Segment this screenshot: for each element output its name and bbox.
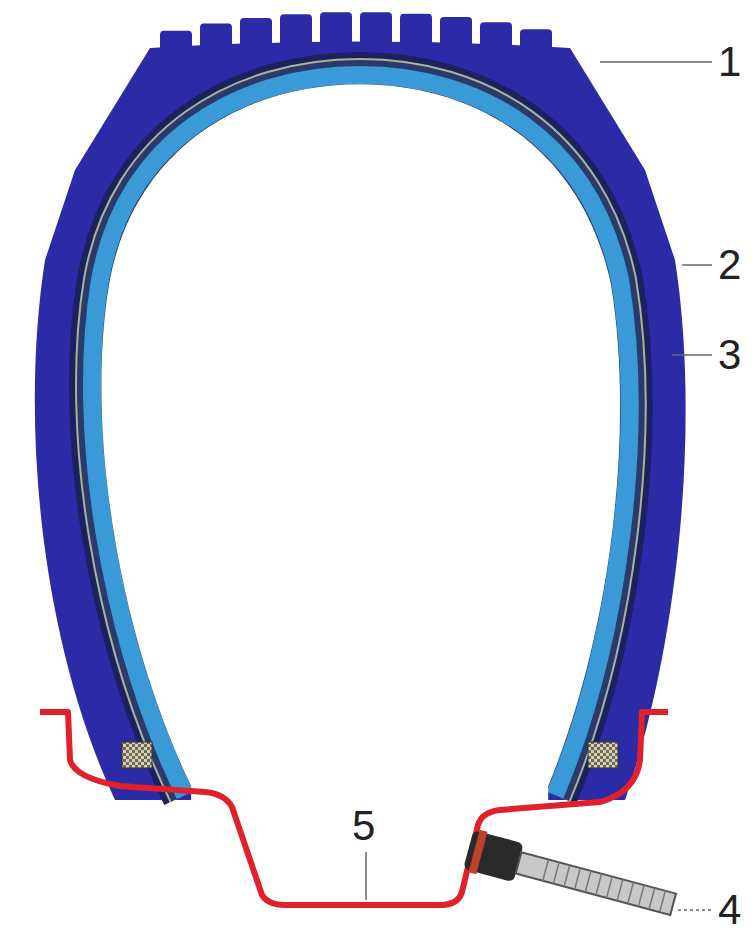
valve <box>463 828 679 925</box>
thread-line <box>543 859 549 880</box>
callout-number: 1 <box>718 38 741 86</box>
bead-wire <box>588 742 618 768</box>
thread-line <box>585 871 591 892</box>
thread-line <box>575 868 581 889</box>
thread-line <box>638 885 644 906</box>
thread-line <box>649 888 655 909</box>
thread-line <box>617 879 623 900</box>
callout-number: 3 <box>718 331 741 379</box>
thread-line <box>607 877 613 898</box>
tire-cavity <box>101 84 620 820</box>
callout-number: 5 <box>352 802 375 850</box>
thread-line <box>553 862 559 883</box>
thread-line <box>660 891 666 912</box>
callout-number: 2 <box>718 241 741 289</box>
thread-line <box>628 882 634 903</box>
bead-wire <box>122 742 152 768</box>
leader-lines <box>366 62 712 910</box>
callout-number: 4 <box>718 886 741 934</box>
thread-line <box>564 865 570 886</box>
thread-line <box>596 874 602 895</box>
